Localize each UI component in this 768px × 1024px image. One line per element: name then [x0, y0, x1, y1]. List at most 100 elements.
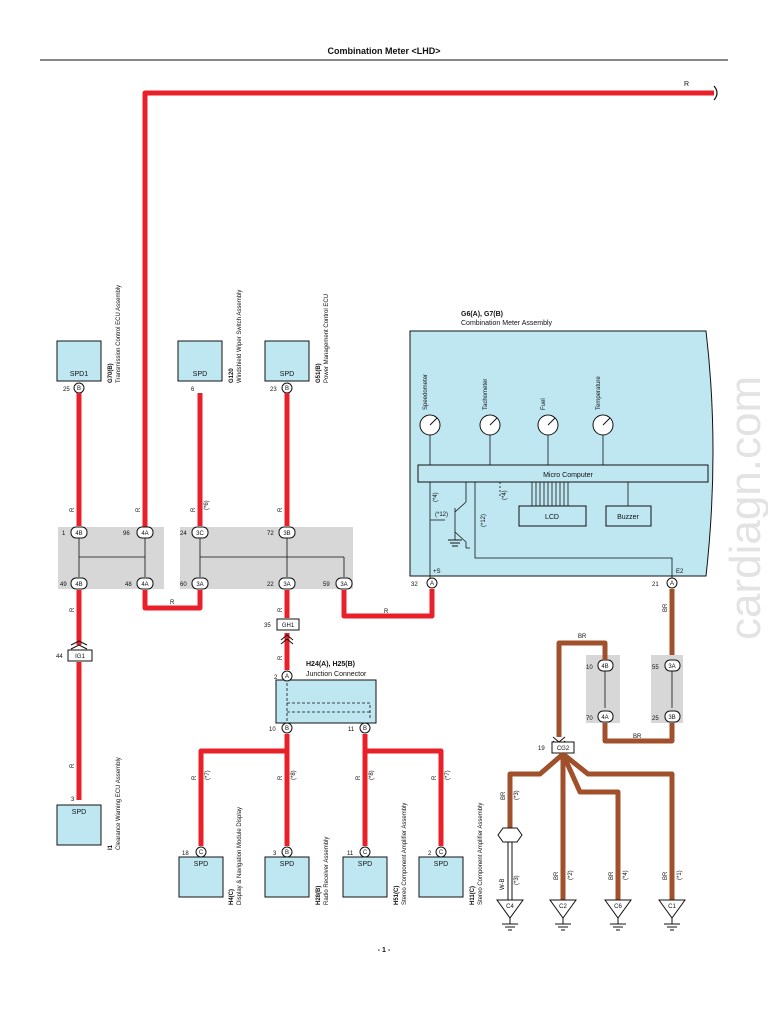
svg-text:10: 10 [586, 665, 593, 671]
jc-left-top-96: 96 4A [123, 526, 154, 539]
gauge-temperature-label: Temperature [596, 376, 602, 410]
svg-text:E2: E2 [676, 569, 684, 575]
device-g70: SPD1 25 B G70(B) Transmission Control EC… [56, 285, 122, 394]
svg-text:(*3): (*3) [514, 875, 520, 885]
gauge-tachometer-label: Tachometer [483, 379, 489, 410]
svg-text:A: A [670, 581, 674, 587]
page-title: Combination Meter <LHD> [327, 46, 440, 56]
ground-c1: C1 [658, 899, 686, 931]
lcd-bus [531, 482, 569, 506]
splice-octagon [497, 827, 523, 843]
device-h11: 2 C SPD H11(C) Stereo Component Amplifie… [418, 803, 484, 905]
svg-text:4B: 4B [601, 664, 608, 670]
svg-text:+S: +S [433, 569, 441, 575]
gauge-tachometer: Tachometer [479, 379, 501, 465]
svg-text:R: R [278, 507, 284, 512]
connector-gh1: GH1 35 [264, 618, 300, 645]
svg-text:4B: 4B [75, 582, 82, 588]
page-number: - 1 - [378, 947, 391, 954]
wire-to-h11 [362, 734, 444, 846]
svg-text:3A: 3A [668, 664, 675, 670]
svg-text:A: A [285, 674, 289, 680]
gauge-fuel-label: Fuel [541, 398, 547, 410]
svg-text:55: 55 [652, 665, 659, 671]
svg-text:GH1: GH1 [282, 623, 295, 629]
svg-text:SPD1: SPD1 [70, 371, 88, 378]
buzzer-label: Buzzer [617, 514, 639, 521]
svg-text:3: 3 [71, 797, 75, 803]
svg-text:Power Management Control ECU: Power Management Control ECU [324, 294, 330, 383]
junction-connector-internal [286, 683, 371, 722]
svg-text:H11(C): H11(C) [470, 886, 476, 905]
svg-text:R: R [136, 507, 142, 512]
device-h51: 11 C SPD H51(C) Stereo Component Amplifi… [342, 803, 408, 905]
svg-text:I1: I1 [108, 844, 114, 850]
svg-text:Transmission Control ECU Assem: Transmission Control ECU Assembly [116, 285, 122, 383]
svg-text:BR: BR [578, 634, 587, 640]
device-i1: 3 SPD I1 Clearance Warning ECU Assembly [56, 757, 122, 850]
svg-text:6: 6 [191, 387, 195, 393]
svg-text:C4: C4 [506, 904, 514, 910]
ground-c2: C2 [549, 899, 577, 931]
svg-text:Stereo Component Amplifier Ass: Stereo Component Amplifier Assembly [402, 803, 408, 905]
lcd-label: LCD [545, 514, 559, 521]
svg-text:SPD: SPD [194, 861, 208, 868]
svg-text:(*8): (*8) [369, 770, 375, 780]
svg-text:R: R [384, 609, 389, 615]
meter-note-1: (*4) [433, 492, 439, 502]
svg-text:3: 3 [273, 851, 277, 857]
svg-text:R: R [278, 775, 284, 780]
micro-computer-label: Micro Computer [543, 472, 593, 479]
meter-terminal-21: 21 A E2 [652, 569, 684, 589]
meter-code: G6(A), G7(B) [461, 311, 503, 318]
svg-text:1: 1 [62, 531, 66, 537]
svg-text:23: 23 [270, 387, 277, 393]
svg-text:C6: C6 [614, 904, 622, 910]
svg-text:R: R [278, 607, 284, 612]
svg-text:H28(B): H28(B) [316, 886, 322, 905]
svg-text:B: B [285, 386, 289, 392]
svg-text:Windshield Wiper Switch Assemb: Windshield Wiper Switch Assembly [237, 290, 243, 383]
wire-to-h4 [198, 734, 290, 846]
svg-text:G120: G120 [229, 368, 235, 383]
wire-br-to-c6 [560, 752, 621, 900]
svg-text:3B: 3B [668, 715, 675, 721]
meter-note-4: (*4) [502, 490, 508, 500]
connector-ig1: IG1 44 [56, 640, 93, 662]
svg-text:SPD: SPD [434, 861, 448, 868]
connector-cg2: CG2 19 [538, 736, 575, 754]
svg-text:B: B [285, 726, 289, 732]
svg-text:11: 11 [348, 727, 355, 733]
meter-terminal-32: 32 A +S [411, 569, 441, 589]
svg-text:BR: BR [633, 734, 642, 740]
svg-text:4A: 4A [141, 582, 148, 588]
wire-loop-48-60 [142, 590, 203, 611]
meter-note-2: (*12) [435, 512, 448, 518]
lcd-box [518, 505, 587, 527]
junction-left-lines [78, 538, 146, 577]
svg-text:60: 60 [180, 582, 187, 588]
svg-text:3A: 3A [283, 582, 290, 588]
junction-right-lines [604, 671, 673, 708]
svg-text:10: 10 [269, 727, 276, 733]
svg-text:44: 44 [56, 654, 63, 660]
ground-c4: C4 [496, 899, 524, 931]
junction-connector-box [275, 679, 377, 724]
ground-c6: C6 [604, 899, 632, 931]
svg-text:R: R [191, 507, 197, 512]
svg-text:11: 11 [347, 851, 354, 857]
svg-text:R: R [70, 763, 76, 768]
svg-text:(*3): (*3) [514, 790, 520, 800]
svg-text:25: 25 [652, 716, 659, 722]
svg-text:H51(C): H51(C) [394, 886, 400, 905]
wire-top-r [142, 90, 714, 538]
wire-break-symbol [713, 85, 718, 101]
junction-block-middle [180, 527, 353, 589]
svg-text:35: 35 [264, 623, 271, 629]
jc-right2-top: 55 3A [652, 659, 681, 672]
svg-text:C1: C1 [668, 904, 676, 910]
device-h4: 18 C SPD H4(C) Display & Navigation Modu… [178, 807, 243, 905]
svg-text:C: C [363, 850, 368, 856]
svg-text:4B: 4B [75, 531, 82, 537]
